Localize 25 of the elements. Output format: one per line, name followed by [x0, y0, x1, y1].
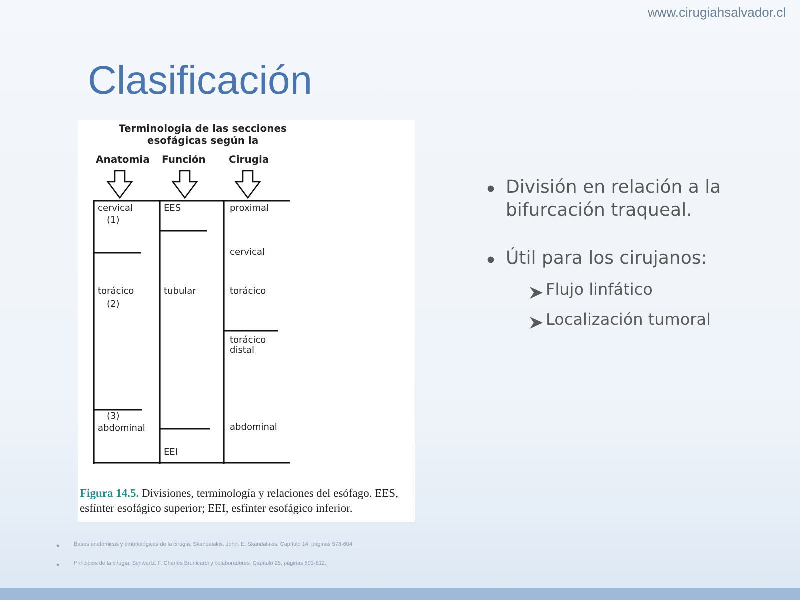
column-heading: Terminologia de las secciones esofágicas según la [118, 124, 288, 147]
section-label: EEI [164, 448, 180, 458]
bullet-text: Flujo linfático [546, 281, 654, 300]
section-label: proximal [230, 204, 270, 214]
column-heading: Cirugia [229, 155, 270, 166]
section-label: (1) [107, 216, 121, 226]
section-label: (3) [107, 412, 121, 422]
bullet-text: División en relación a la bifurcación traqueal. [506, 176, 722, 223]
section-label: cervical [230, 248, 266, 258]
column-heading: Anatomia [96, 155, 151, 166]
figure-caption: Figura 14.5. Divisiones, terminología y relaciones del esófago. EES, esfínter esofágico superior; EEI, esfínter esofágico inferior. [80, 487, 400, 517]
section-label: tubular [164, 287, 198, 298]
section-label: EES [164, 204, 182, 214]
section-label: abdominal [98, 424, 146, 434]
section-label: torácico [230, 287, 268, 298]
section-label: torácico [98, 287, 136, 298]
web-address: www.cirugiahsalvador.cl [646, 6, 786, 21]
section-label: cervical [98, 204, 134, 214]
section-label: torácico distal [230, 336, 268, 357]
section-label: abdominal [230, 423, 278, 434]
section-label: (2) [107, 300, 121, 310]
column-heading: Función [162, 155, 207, 166]
bullet-text: Útil para los cirujanos: [506, 247, 708, 270]
slide-title: Clasificación [88, 58, 313, 104]
bullet-text: Localización tumoral [546, 311, 712, 330]
